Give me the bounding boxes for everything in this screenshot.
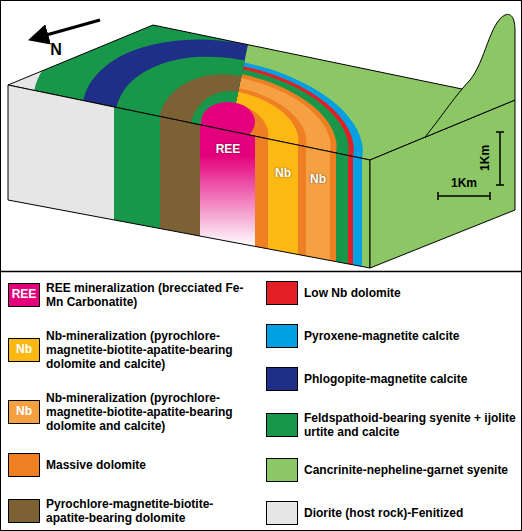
legend-text: Massive dolomite (46, 458, 251, 472)
dolomite-band (255, 136, 268, 249)
legend-text: Diorite (host rock)-Fenitized (304, 506, 516, 520)
dolomite-band (348, 155, 353, 264)
syenite-band (362, 158, 370, 268)
host-rock (8, 85, 370, 268)
legend-text: Feldspathoid-bearing syenite + ijolite u… (304, 411, 516, 439)
swatch-label: REE (12, 288, 37, 302)
legend-text: Nb-mineralization (pyrochlore-magnetite-… (46, 329, 251, 371)
front-face (8, 85, 370, 268)
scale-label: 1Km (479, 145, 493, 171)
nb-band (306, 147, 330, 261)
north-label: N (50, 41, 62, 59)
legend-text: Pyroxene-magnetite calcite (304, 329, 516, 343)
north-arrow (32, 20, 100, 39)
swatch-label: Nb (16, 405, 32, 419)
scale-bar (438, 192, 490, 200)
legend-swatch: REE (8, 283, 40, 307)
legend-swatch (8, 453, 40, 477)
dolomite-band (330, 152, 336, 262)
dolomite-band (298, 145, 306, 256)
legend-text: Phlogopite-magnetite calcite (304, 372, 516, 386)
zone-label: Nb (310, 173, 326, 187)
top-face (0, 0, 522, 364)
syenite-zone (230, 0, 522, 232)
legend-swatch (266, 367, 298, 391)
legend-text: Low Nb dolomite (304, 286, 516, 300)
legend-swatch (8, 499, 40, 523)
right-face (370, 14, 515, 268)
legend-swatch (266, 324, 298, 348)
legend-swatch (266, 501, 298, 525)
syenite-band (336, 153, 348, 264)
ree-band (200, 125, 255, 247)
legend-swatch: Nb (8, 400, 40, 424)
legend-text: Nb-mineralization (pyrochlore-magnetite-… (46, 391, 251, 433)
zone-label: REE (216, 143, 241, 157)
scale-label: 1Km (451, 177, 477, 191)
syenite-band (114, 107, 160, 229)
legend-swatch: Nb (8, 338, 40, 362)
front-outline (8, 85, 370, 268)
legend-text: REE mineralization (brecciated Fe-Mn Car… (46, 281, 251, 309)
legend-swatch (266, 281, 298, 305)
legend-text: Cancrinite-nepheline-garnet syenite (304, 463, 516, 477)
nb-band (268, 139, 298, 255)
scale-bar (496, 132, 504, 185)
pyrochlore-band (160, 117, 200, 237)
legend-swatch (266, 413, 298, 437)
swatch-label: Nb (16, 343, 32, 357)
legend-swatch (266, 458, 298, 482)
divider (0, 271, 522, 273)
zone-label: Nb (275, 167, 291, 181)
hill (425, 14, 515, 137)
calcite-band (353, 157, 362, 267)
legend-text: Pyrochlore-magnetite-biotite-apatite-bea… (46, 497, 251, 525)
